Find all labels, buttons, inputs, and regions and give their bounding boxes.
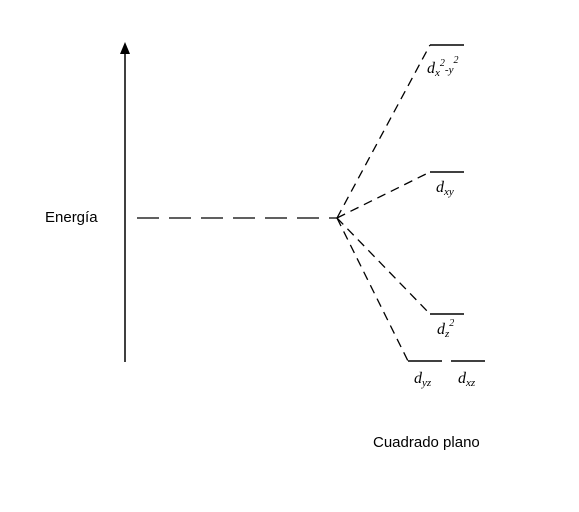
orbital-label-dx2y2: dx2-y2 xyxy=(427,55,458,79)
energy-label: Energía xyxy=(45,209,98,226)
connector-dz2 xyxy=(336,217,431,315)
orbital-label-dz2: dz2 xyxy=(437,318,454,340)
energy-axis-arrowhead xyxy=(120,42,130,54)
connector-dxy xyxy=(336,171,431,219)
orbital-label-dyz: dyz xyxy=(414,370,432,389)
orbital-label-dxz: dxz xyxy=(458,370,476,389)
geometry-caption: Cuadrado plano xyxy=(373,434,480,451)
connector-dyz-dxz xyxy=(336,217,409,362)
connector-dx2y2 xyxy=(336,44,431,219)
orbital-label-dxy: dxy xyxy=(436,179,454,198)
